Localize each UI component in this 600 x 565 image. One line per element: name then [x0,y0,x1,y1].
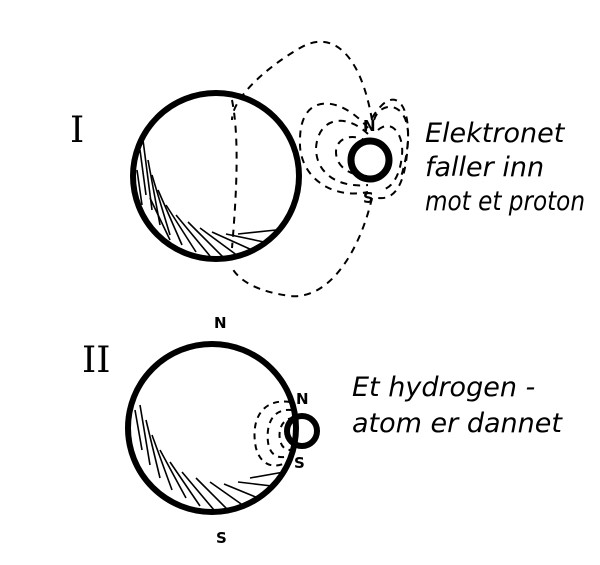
magnetic-field-lines [231,40,410,298]
electron-2: N S [284,390,320,472]
panel-2: II N S N S Et hydrogen - [82,314,563,547]
panel-1-caption-line-2: faller inn [425,152,544,183]
electron-1: N S [347,117,393,207]
proton-south-label: S [216,529,227,547]
proton-sphere-2: N S [125,314,299,547]
proton-sphere-1 [130,90,302,262]
panel-1-caption: Elektronet faller inn mot et proton [425,118,585,217]
panel-2-label: II [82,340,110,381]
panel-2-caption-line-1: Et hydrogen - [352,372,535,403]
proton-north-label: N [214,314,227,332]
electron-1-north-label: N [363,117,376,135]
panel-1-caption-line-3: mot et proton [425,186,585,217]
shading [136,139,277,259]
electron-1-south-label: S [363,189,374,207]
bound-field-lines [253,400,295,467]
electron-2-south-label: S [294,454,305,472]
electron-2-north-label: N [296,390,309,408]
panel-1-caption-line-1: Elektronet [425,118,566,149]
panel-2-caption-line-2: atom er dannet [352,408,563,439]
shading [134,404,285,511]
panel-2-caption: Et hydrogen - atom er dannet [352,372,563,439]
panel-1: I [70,40,585,298]
panel-1-label: I [70,110,84,151]
